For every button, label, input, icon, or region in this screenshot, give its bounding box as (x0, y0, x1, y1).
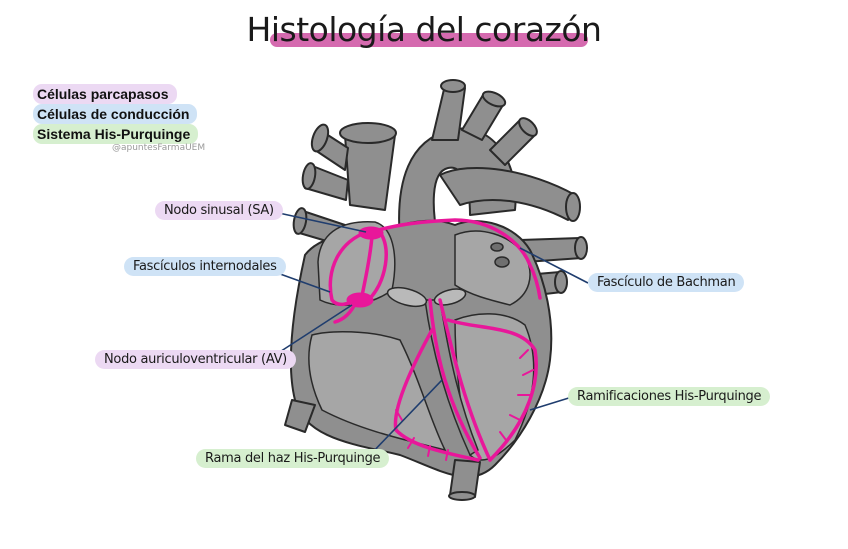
leader-bundle-branch (367, 379, 443, 458)
label-internodal: Fascículos internodales (124, 257, 286, 276)
av-node (346, 292, 374, 308)
pulmonary-vein-opening-1 (490, 242, 504, 252)
credit-text: @apuntesFarmaUEM (112, 143, 206, 153)
purkinje-twig-1 (499, 349, 534, 441)
sa-node (358, 226, 384, 240)
aortic-branch-1 (431, 84, 466, 141)
label-purkinje: Ramificaciones His-Purquinge (568, 387, 771, 406)
label-bundle-branch: Rama del haz His-Purquinge (196, 449, 390, 468)
legend: Células parcapasos Células de conducción… (33, 84, 199, 144)
septum (424, 299, 479, 457)
leader-purkinje (529, 396, 573, 411)
purkinje-twig-2 (395, 409, 449, 461)
legend-item-conduction: Células de conducción (33, 104, 198, 124)
internodal-tract-2 (360, 234, 374, 298)
bachman-bundle (376, 218, 542, 300)
legend-item-his-purkinje: Sistema His-Purquinge (33, 124, 199, 144)
tricuspid-valve (386, 286, 428, 308)
right-ventricle (308, 330, 447, 452)
his-bundle-left (438, 298, 492, 462)
pulmonary-artery (439, 166, 576, 221)
page-title: Histología del corazón (246, 10, 602, 49)
label-av-node: Nodo auriculoventricular (AV) (95, 350, 296, 369)
pulmonary-vein-opening-2 (494, 256, 510, 268)
label-sa-node: Nodo sinusal (SA) (155, 201, 283, 220)
title-highlight (270, 33, 588, 47)
internodal-tract-3 (370, 230, 388, 298)
left-atrium (454, 230, 531, 306)
mitral-valve (433, 288, 467, 306)
left-branch-fibers (446, 318, 538, 462)
legend-item-pacemaker: Células parcapasos (33, 84, 177, 104)
leader-bachman (519, 247, 589, 284)
superior-vena-cava (344, 134, 396, 211)
svc-opening (339, 122, 397, 144)
his-bundle-right (428, 298, 482, 460)
label-bachman: Fascículo de Bachman (588, 273, 745, 292)
inferior-vena-cava (284, 399, 316, 433)
leader-av (271, 304, 353, 358)
title-container: Histología del corazón (0, 10, 848, 49)
right-branch-fibers (393, 328, 480, 462)
